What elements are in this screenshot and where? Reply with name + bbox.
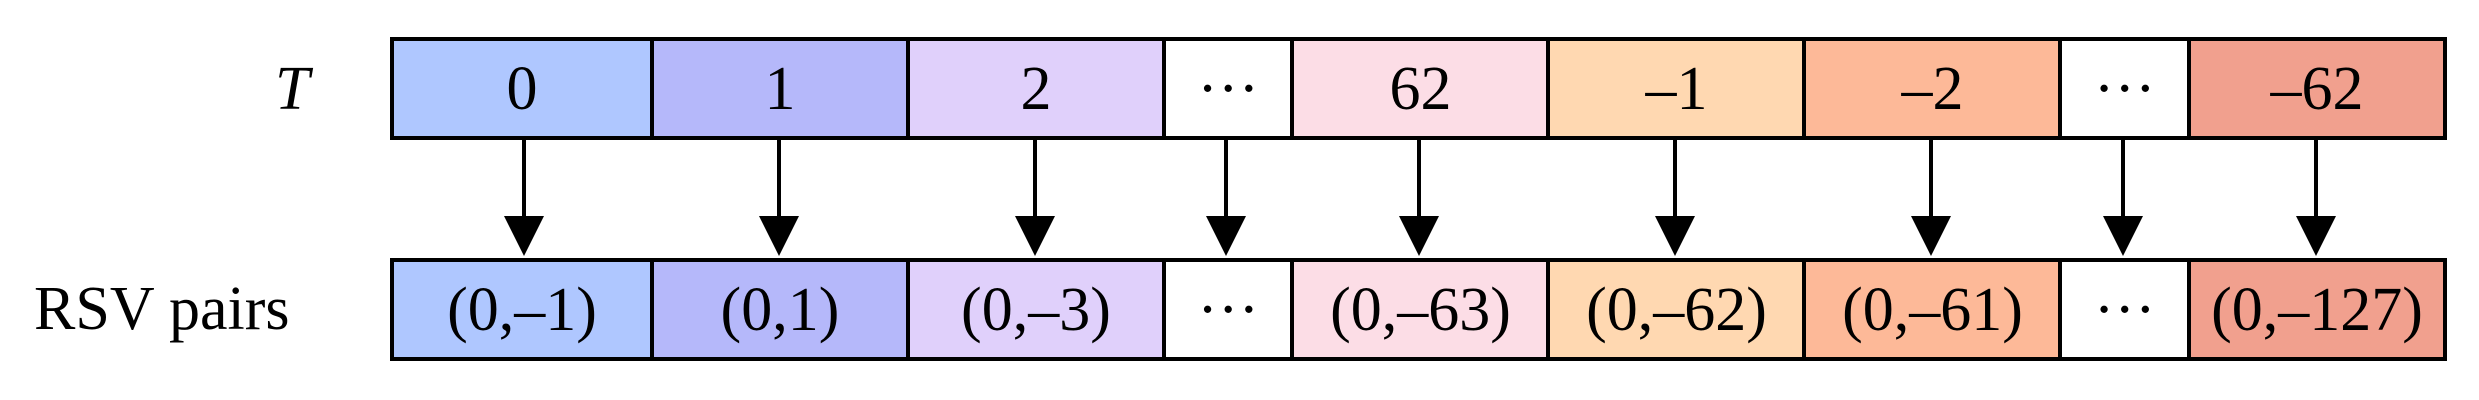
rsv-cell: (0,–3)	[905, 262, 1162, 357]
rsv-cell: (0,–1)	[394, 262, 650, 357]
rsv-cell-ellipsis: ···	[1161, 262, 1291, 357]
t-cell-1: 1	[649, 41, 906, 136]
rsv-cell: (0,1)	[649, 262, 906, 357]
rsv-cell: (0,–61)	[1802, 262, 2059, 357]
arrow	[1655, 140, 1695, 256]
arrow	[1399, 140, 1439, 256]
arrow	[2103, 140, 2143, 256]
t-cell-neg62: –62	[2186, 41, 2443, 136]
t-cell-ellipsis: ···	[2058, 41, 2187, 136]
t-values-row: 0 1 2 ··· 62 –1 –2 ··· –62	[390, 37, 2447, 140]
arrow	[1206, 140, 1246, 256]
row-label-rsv-pairs: RSV pairs	[34, 275, 290, 343]
t-cell-ellipsis: ···	[1161, 41, 1291, 136]
rsv-pairs-row: (0,–1) (0,1) (0,–3) ··· (0,–63) (0,–62) …	[390, 258, 2447, 361]
t-cell-2: 2	[905, 41, 1162, 136]
rsv-cell: (0,–127)	[2186, 262, 2443, 357]
rsv-cell: (0,–62)	[1546, 262, 1803, 357]
rsv-cell: (0,–63)	[1290, 262, 1547, 357]
rsv-cell-ellipsis: ···	[2058, 262, 2187, 357]
arrow	[1911, 140, 1951, 256]
arrow	[2296, 140, 2336, 256]
arrow	[759, 140, 799, 256]
t-cell-neg1: –1	[1546, 41, 1803, 136]
arrow	[504, 140, 544, 256]
t-cell-0: 0	[394, 41, 650, 136]
t-cell-62: 62	[1290, 41, 1547, 136]
row-label-t: T	[275, 55, 310, 123]
arrow	[1015, 140, 1055, 256]
t-cell-neg2: –2	[1802, 41, 2059, 136]
